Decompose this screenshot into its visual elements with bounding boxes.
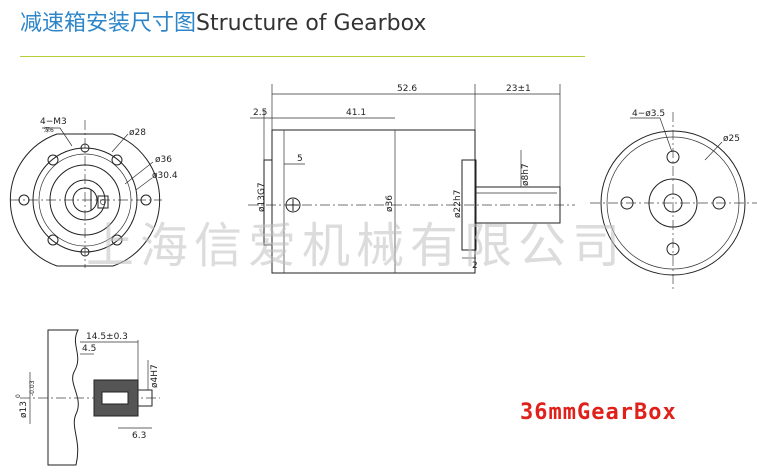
front-recess-circle [49,164,121,236]
title-underline [20,56,585,57]
front-body-circle [32,147,138,253]
rear-hole-right [712,196,726,210]
section-depth-label: 4.5 [82,344,96,354]
front-hole-6 [140,194,152,206]
side-total-label: 52.6 [397,84,417,94]
rear-pcd-label: ø25 [723,134,740,144]
rear-holes-label: 4−ø3.5 [632,109,665,119]
rear-hole-bottom [666,242,680,256]
side-step-label: 2.5 [253,108,267,118]
side-5-label: 5 [297,154,303,164]
title-chinese: 减速箱安装尺寸图 [20,11,197,36]
rear-outer-circle [600,130,746,276]
rear-view: 4−ø3.5 ø25 [590,109,757,290]
section-housing [47,329,79,466]
side-screw-head [285,197,301,213]
rear-inner-circle [606,136,740,270]
front-d36-leader [124,161,154,185]
front-d28-label: ø28 [129,128,146,138]
front-hole-7 [80,143,90,153]
front-hole-1 [47,154,59,166]
rear-holes-leader [630,117,673,153]
rear-hub-circle [648,178,698,228]
side-shaft-dia-label: ø8h7 [521,163,531,186]
front-hole-2 [111,154,123,166]
front-d304-leader [135,177,153,191]
side-view: 52.6 23±1 2.5 41.1 5 ø13G7 ø36 ø22h7 ø8h… [248,84,575,274]
rear-pcd-leader [704,141,723,161]
side-shaft [475,186,561,224]
section-small-shaft [137,389,153,407]
front-hole-8 [80,247,90,257]
front-hole-5 [18,194,30,206]
page-title: 减速箱安装尺寸图Structure of Gearbox [20,6,426,42]
side-flange-dia-label: ø22h7 [453,190,463,218]
section-tol-bottom: -0.03 [29,380,36,396]
side-body-len-label: 41.1 [346,108,366,118]
front-shaft-circle [72,187,98,213]
front-d28-leader [111,133,129,153]
section-small-len-label: 6.3 [132,431,146,441]
side-body-dia-label: ø36 [385,195,395,212]
section-tol-top: 0 [15,394,22,398]
section-view: 14.5±0.3 4.5 ø13 0 -0.03 ø4H7 6.3 [15,329,160,466]
side-boss-dia-label: ø13G7 [257,182,267,212]
front-d36-label: ø36 [155,155,172,165]
front-bolt-circle [38,153,132,247]
front-thread-note: 深6 [44,126,54,134]
front-key [97,195,109,209]
front-thread-leader [42,127,73,147]
rear-center-hole [663,193,683,213]
section-shaft-label: ø4H7 [150,364,160,388]
side-shaft-len-label: 23±1 [506,84,531,94]
front-thread-label: 4−M3 [40,117,67,127]
model-label: 36mmGearBox [520,400,677,425]
front-hole-4 [111,234,123,246]
front-flange-outline [9,133,161,267]
rear-hole-top [666,150,680,164]
section-bore [101,391,129,405]
company-watermark: 上海信爱机械有限公司 [86,218,626,274]
section-bore-label: ø13 [19,401,29,418]
front-view: 4−M3 深6 ø28 ø36 ø30.4 [9,117,178,268]
front-hole-3 [47,234,59,246]
title-english: Structure of Gearbox [196,11,427,36]
rear-hole-left [620,196,634,210]
section-len-label: 14.5±0.3 [86,332,128,342]
front-key-pin [100,199,106,205]
side-2-label: 2 [472,261,478,271]
side-rear-boss [263,159,273,246]
front-d304-label: ø30.4 [152,171,178,181]
